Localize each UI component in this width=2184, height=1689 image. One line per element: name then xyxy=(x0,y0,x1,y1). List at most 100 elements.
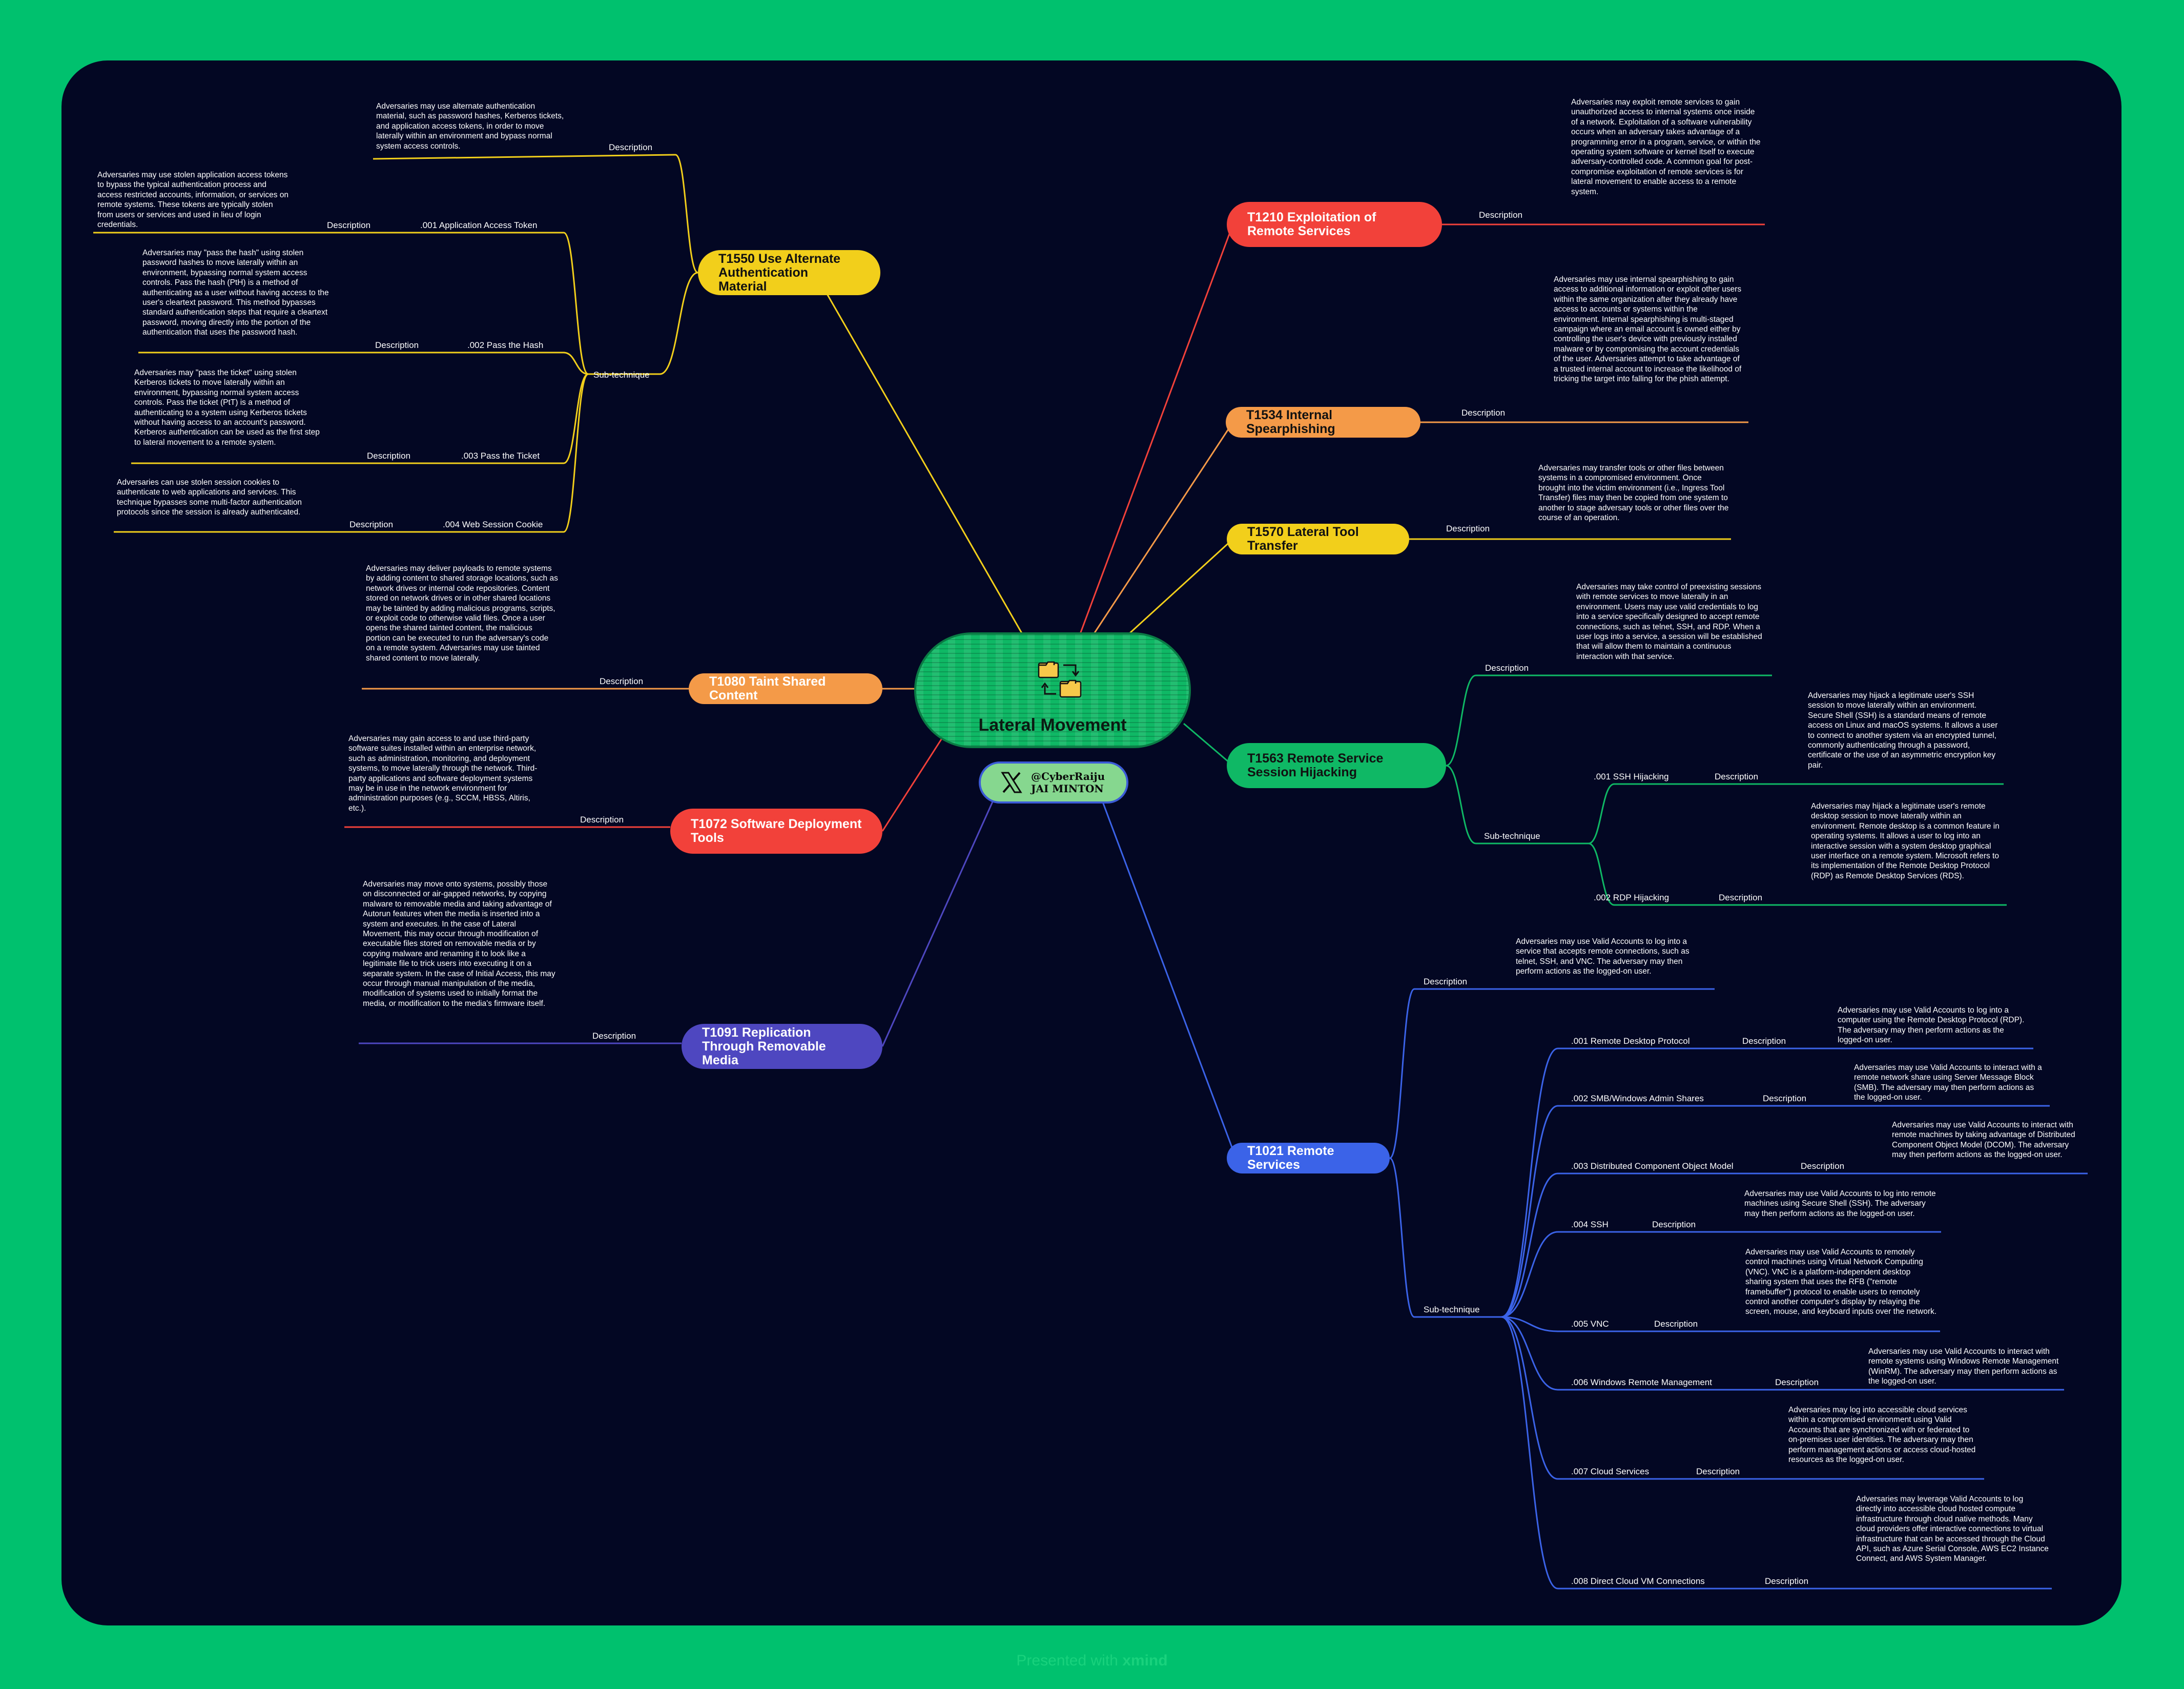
subtechnique-name: .007 Cloud Services xyxy=(1571,1467,1650,1476)
description-text: Adversaries may leverage Valid Accounts … xyxy=(1856,1495,2049,1563)
description-text: Adversaries may "pass the hash" using st… xyxy=(142,249,329,337)
description-text: Adversaries may use Valid Accounts to in… xyxy=(1854,1063,2042,1102)
node-label: T1091 Replication Through Removable Medi… xyxy=(702,1025,826,1067)
node-t1072[interactable]: T1072 Software Deployment Tools xyxy=(670,809,882,854)
subtechnique-name: .005 VNC xyxy=(1571,1319,1609,1329)
node-t1091[interactable]: T1091 Replication Through Removable Medi… xyxy=(682,1024,882,1069)
connector-line xyxy=(1501,1172,1558,1318)
node-label: T1570 Lateral Tool Transfer xyxy=(1247,525,1359,553)
description-text: Adversaries may use alternate authentica… xyxy=(376,102,564,151)
connector-line xyxy=(1389,988,1415,1159)
node-t1080[interactable]: T1080 Taint Shared Content xyxy=(689,673,882,704)
connector-line xyxy=(660,272,698,375)
description-text: Adversaries may use Valid Accounts to lo… xyxy=(1838,1006,2025,1045)
author-handle: @CyberRaiju xyxy=(1031,770,1105,782)
description-label: Description xyxy=(1479,210,1523,220)
description-label: Description xyxy=(375,340,419,350)
node-t1550[interactable]: T1550 Use Alternate Authentication Mater… xyxy=(698,250,880,295)
description-label: Description xyxy=(349,520,394,529)
description-label: Description xyxy=(1652,1220,1696,1229)
connector-line xyxy=(373,154,676,160)
subtechnique-name: .004 Web Session Cookie xyxy=(443,520,543,529)
subtechnique-name: .002 Pass the Hash xyxy=(467,340,544,350)
node-t1534[interactable]: T1534 Internal Spearphishing xyxy=(1226,407,1420,438)
connector-t1550 xyxy=(814,272,1026,639)
node-label: T1563 Remote Service Session Hijacking xyxy=(1247,751,1384,779)
footer-credit: Presented with xmind xyxy=(0,1652,2184,1670)
description-label: Description xyxy=(1801,1161,1845,1171)
node-label: T1072 Software Deployment Tools xyxy=(691,817,862,845)
description-label: Description xyxy=(609,142,653,152)
connector-t1563 xyxy=(1183,723,1233,767)
node-t1021[interactable]: T1021 Remote Services xyxy=(1227,1143,1390,1173)
central-topic-title: Lateral Movement xyxy=(978,715,1127,735)
description-text: Adversaries may hijack a legitimate user… xyxy=(1811,802,2000,880)
connector-t1021 xyxy=(1101,799,1237,1159)
connector-line xyxy=(563,373,589,464)
author-name: JAI MINTON xyxy=(1031,782,1104,795)
author-badge[interactable]: @CyberRaiju JAI MINTON xyxy=(979,761,1128,804)
central-topic-texture xyxy=(916,634,1189,746)
subtechnique-name: .001 Remote Desktop Protocol xyxy=(1571,1036,1690,1046)
connector-line xyxy=(1446,674,1476,767)
description-text: Adversaries may gain access to and use t… xyxy=(348,734,538,813)
description-text: Adversaries may move onto systems, possi… xyxy=(363,880,555,1008)
connector-line xyxy=(563,373,589,533)
description-text: Adversaries may use Valid Accounts to lo… xyxy=(1516,937,1689,976)
description-label: Description xyxy=(1775,1377,1819,1387)
mindmap-canvas: Lateral Movement @CyberRaiju JAI MINTON … xyxy=(61,60,2121,1625)
node-label: T1550 Use Alternate Authentication Mater… xyxy=(718,251,841,294)
description-text: Adversaries may transfer tools or other … xyxy=(1538,464,1729,523)
node-t1563[interactable]: T1563 Remote Service Session Hijacking xyxy=(1227,743,1446,788)
connector-line xyxy=(1501,1316,1558,1391)
description-label: Description xyxy=(327,220,371,230)
subtechnique-name: .006 Windows Remote Management xyxy=(1571,1377,1712,1387)
description-text: Adversaries may use Valid Accounts to lo… xyxy=(1744,1189,1936,1218)
connector-line xyxy=(1501,1231,1558,1318)
subtechnique-name: .004 SSH xyxy=(1571,1220,1609,1229)
subtechnique-label: Sub-technique xyxy=(1424,1305,1480,1314)
description-text: Adversaries may deliver payloads to remo… xyxy=(366,564,558,663)
connector-t1091 xyxy=(881,798,995,1047)
footer-prefix: Presented with xyxy=(1016,1652,1118,1669)
central-topic[interactable]: Lateral Movement xyxy=(914,632,1191,748)
connector-line xyxy=(675,154,698,274)
connector-line xyxy=(1501,1316,1558,1332)
description-text: Adversaries may hijack a legitimate user… xyxy=(1808,691,1998,770)
subtechnique-name: .008 Direct Cloud VM Connections xyxy=(1571,1576,1705,1586)
connector-line xyxy=(1446,765,1476,844)
subtechnique-name: .003 Pass the Ticket xyxy=(461,451,540,461)
description-text: Adversaries can use stolen session cooki… xyxy=(117,478,302,517)
connector-t1534 xyxy=(1090,422,1234,638)
description-label: Description xyxy=(580,815,624,825)
description-text: Adversaries may take control of preexist… xyxy=(1576,583,1762,661)
description-text: Adversaries may use stolen application a… xyxy=(97,171,289,230)
description-label: Description xyxy=(367,451,411,461)
description-label: Description xyxy=(1461,408,1506,418)
connector-line xyxy=(1588,842,1615,906)
description-text: Adversaries may "pass the ticket" using … xyxy=(134,368,320,447)
subtechnique-label: Sub-technique xyxy=(593,370,650,380)
description-label: Description xyxy=(1763,1094,1807,1103)
description-label: Description xyxy=(1654,1319,1698,1329)
subtechnique-name: .001 Application Access Token xyxy=(420,220,538,230)
subtechnique-name: .003 Distributed Component Object Model xyxy=(1571,1161,1734,1171)
connector-line xyxy=(1501,1316,1558,1480)
node-t1210[interactable]: T1210 Exploitation of Remote Services xyxy=(1227,202,1442,247)
description-text: Adversaries may exploit remote services … xyxy=(1571,98,1761,196)
connector-t1210 xyxy=(1078,224,1234,637)
description-label: Description xyxy=(1424,977,1468,986)
node-label: T1534 Internal Spearphishing xyxy=(1246,408,1335,436)
description-label: Description xyxy=(1719,893,1763,902)
subtechnique-label: Sub-technique xyxy=(1484,831,1540,841)
connector-line xyxy=(1389,1157,1415,1318)
node-t1570[interactable]: T1570 Lateral Tool Transfer xyxy=(1227,524,1409,554)
connector-line xyxy=(563,232,589,375)
description-label: Description xyxy=(1742,1036,1786,1046)
folder-transfer-icon xyxy=(1038,661,1082,698)
node-label: T1210 Exploitation of Remote Services xyxy=(1247,210,1376,238)
description-text: Adversaries may use Valid Accounts to in… xyxy=(1868,1347,2059,1386)
connector-t1072 xyxy=(881,736,944,832)
description-label: Description xyxy=(1696,1467,1740,1476)
connector-lines xyxy=(93,154,2088,1590)
